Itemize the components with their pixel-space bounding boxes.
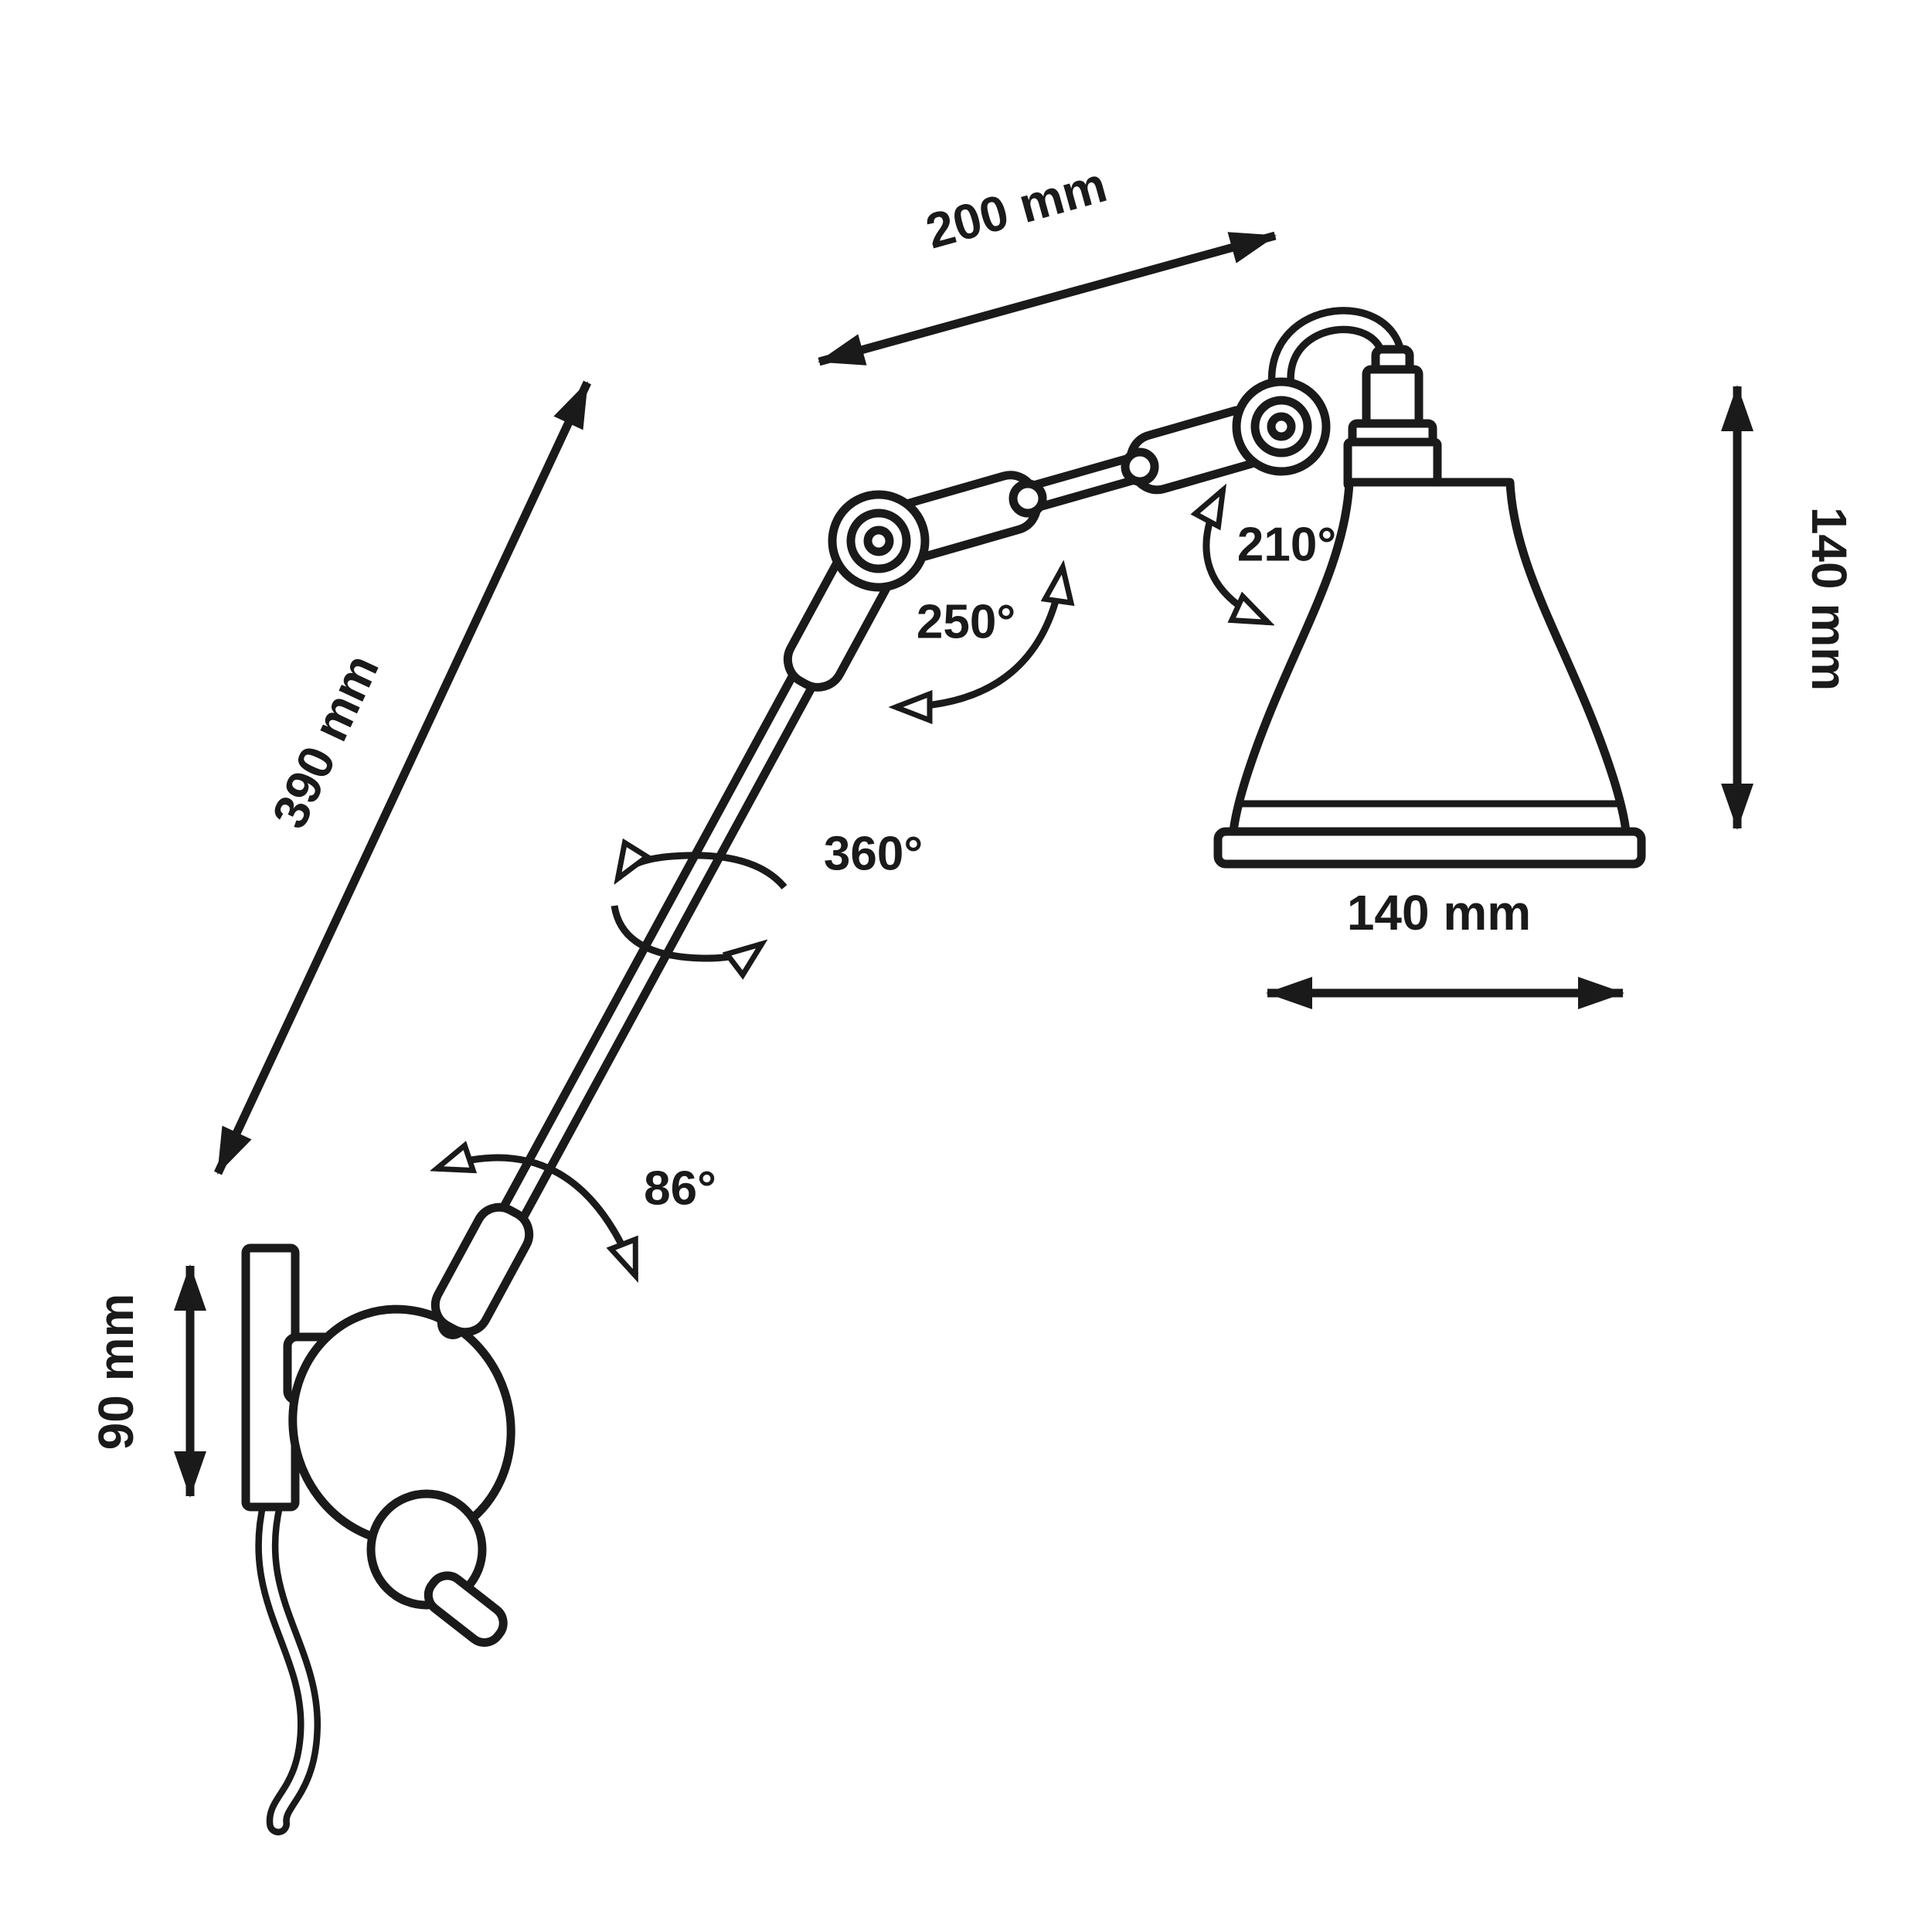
angle-210-label: 210°	[1237, 519, 1336, 572]
bolt-head	[1121, 447, 1159, 486]
elbow-joint	[828, 490, 930, 592]
mount-pin	[423, 1571, 508, 1647]
socket-body	[1362, 365, 1423, 431]
lamp-shade	[1213, 478, 1646, 869]
wall-mount	[241, 1243, 515, 1647]
dim-390mm-label: 390 mm	[261, 646, 389, 836]
angle-arc-210	[1206, 491, 1267, 622]
shade-lip	[1213, 827, 1646, 869]
power-cord	[255, 1492, 321, 1835]
angle-86-label: 86°	[644, 1162, 716, 1216]
head-hook	[1267, 307, 1406, 396]
head-joint-pin	[1267, 412, 1296, 441]
elbow-joint-pin	[863, 526, 894, 556]
head-hook-core	[1275, 314, 1399, 389]
dim-90mm-label: 90 mm	[88, 1294, 144, 1451]
angle-250-label: 250°	[917, 596, 1015, 649]
dim-140mm-width-label: 140 mm	[1347, 885, 1531, 940]
bolt-elbow	[1009, 479, 1047, 518]
lamp-socket	[1343, 345, 1442, 492]
dim-arrow-390mm	[214, 380, 591, 1175]
angle-360-label: 360°	[824, 828, 923, 881]
angle-arc-360-front	[611, 905, 761, 958]
arm-base-clevis	[430, 1202, 534, 1337]
dim-arrow-200mm	[818, 231, 1277, 366]
angle-annotations: 210° 250° 360° 86°	[437, 491, 1336, 1275]
lamp-drawing	[241, 307, 1646, 1835]
power-cord-core	[261, 1498, 315, 1829]
dim-200mm-label: 200 mm	[920, 156, 1113, 259]
angle-arc-250	[896, 568, 1063, 707]
dim-140mm-height-label: 140 mm	[1801, 507, 1857, 691]
angle-arc-86	[437, 1158, 639, 1275]
angle-arc-360-back	[618, 855, 787, 889]
head-joint	[1232, 377, 1331, 476]
